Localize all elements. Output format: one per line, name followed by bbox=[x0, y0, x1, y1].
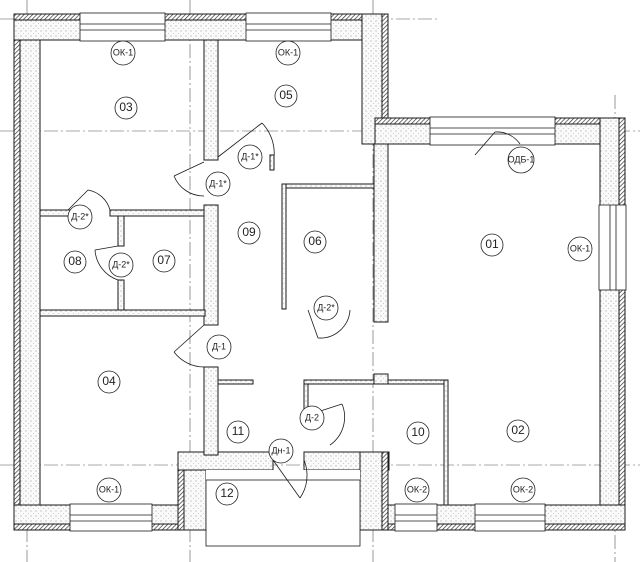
svg-text:ОК-1: ОК-1 bbox=[570, 243, 590, 253]
svg-text:Д-2*: Д-2* bbox=[71, 211, 89, 221]
svg-text:12: 12 bbox=[220, 486, 234, 500]
mark-ok1-b: ОК-1 bbox=[275, 40, 301, 66]
svg-text:Дн-1: Дн-1 bbox=[271, 445, 290, 455]
svg-text:Д-2*: Д-2* bbox=[112, 259, 130, 269]
interior-walls bbox=[39, 39, 449, 506]
svg-text:04: 04 bbox=[102, 374, 116, 388]
room-03: 03 bbox=[114, 96, 138, 120]
mark-ok1-c: ОК-1 bbox=[567, 236, 593, 262]
room-09: 09 bbox=[237, 221, 261, 245]
svg-text:08: 08 bbox=[68, 254, 82, 268]
room-11: 11 bbox=[226, 420, 250, 444]
svg-text:Д-1*: Д-1* bbox=[209, 178, 227, 188]
room-05: 05 bbox=[274, 84, 298, 108]
room-07: 07 bbox=[152, 249, 176, 273]
exterior-walls bbox=[13, 13, 626, 531]
room-10: 10 bbox=[406, 421, 430, 445]
room-12: 12 bbox=[215, 482, 239, 506]
svg-text:06: 06 bbox=[308, 234, 322, 248]
room-06: 06 bbox=[303, 230, 327, 254]
mark-d2s-c: Д-2* bbox=[313, 295, 339, 321]
mark-ok1-a: ОК-1 bbox=[110, 40, 136, 66]
room-04: 04 bbox=[97, 370, 121, 394]
door-swings bbox=[67, 122, 521, 499]
svg-text:ОК-1: ОК-1 bbox=[113, 47, 133, 57]
room-labels: 01 02 03 04 05 06 07 08 09 10 11 12 bbox=[63, 84, 530, 506]
svg-text:ОДБ-1: ОДБ-1 bbox=[508, 154, 535, 164]
svg-text:ОК-2: ОК-2 bbox=[407, 484, 427, 494]
svg-text:11: 11 bbox=[232, 424, 245, 438]
mark-dn1: Дн-1 bbox=[268, 438, 294, 464]
room-02: 02 bbox=[506, 419, 530, 443]
mark-d2s-a: Д-2* bbox=[67, 204, 93, 230]
room-01: 01 bbox=[480, 233, 504, 257]
svg-text:Д-2*: Д-2* bbox=[317, 302, 335, 312]
svg-text:ОК-1: ОК-1 bbox=[99, 484, 119, 494]
svg-text:Д-1: Д-1 bbox=[212, 341, 226, 351]
svg-text:09: 09 bbox=[242, 225, 256, 239]
svg-text:05: 05 bbox=[279, 88, 293, 102]
mark-d2: Д-2 bbox=[299, 405, 325, 431]
svg-text:03: 03 bbox=[119, 100, 133, 114]
mark-d1: Д-1 bbox=[206, 334, 232, 360]
mark-d1s-b: Д-1* bbox=[205, 171, 231, 197]
svg-text:02: 02 bbox=[511, 423, 525, 437]
mark-ok1-d: ОК-1 bbox=[96, 477, 122, 503]
mark-ok2-a: ОК-2 bbox=[404, 477, 430, 503]
svg-text:Д-2: Д-2 bbox=[305, 412, 319, 422]
room-08: 08 bbox=[63, 250, 87, 274]
mark-d2s-b: Д-2* bbox=[108, 252, 134, 278]
svg-text:ОК-1: ОК-1 bbox=[278, 47, 298, 57]
svg-text:Д-1*: Д-1* bbox=[241, 151, 259, 161]
svg-text:01: 01 bbox=[485, 237, 499, 251]
mark-d1s-a: Д-1* bbox=[237, 144, 263, 170]
mark-ok2-b: ОК-2 bbox=[510, 477, 536, 503]
opening-marks: ОК-1 ОК-1 ОК-1 ОК-1 ОК-2 ОК-2 ОДБ-1 Д-1*… bbox=[67, 40, 593, 503]
vestibule-frame bbox=[205, 479, 361, 547]
svg-text:10: 10 bbox=[411, 425, 425, 439]
svg-text:07: 07 bbox=[157, 253, 171, 267]
mark-odb1: ОДБ-1 bbox=[508, 146, 535, 174]
svg-text:ОК-2: ОК-2 bbox=[513, 484, 533, 494]
